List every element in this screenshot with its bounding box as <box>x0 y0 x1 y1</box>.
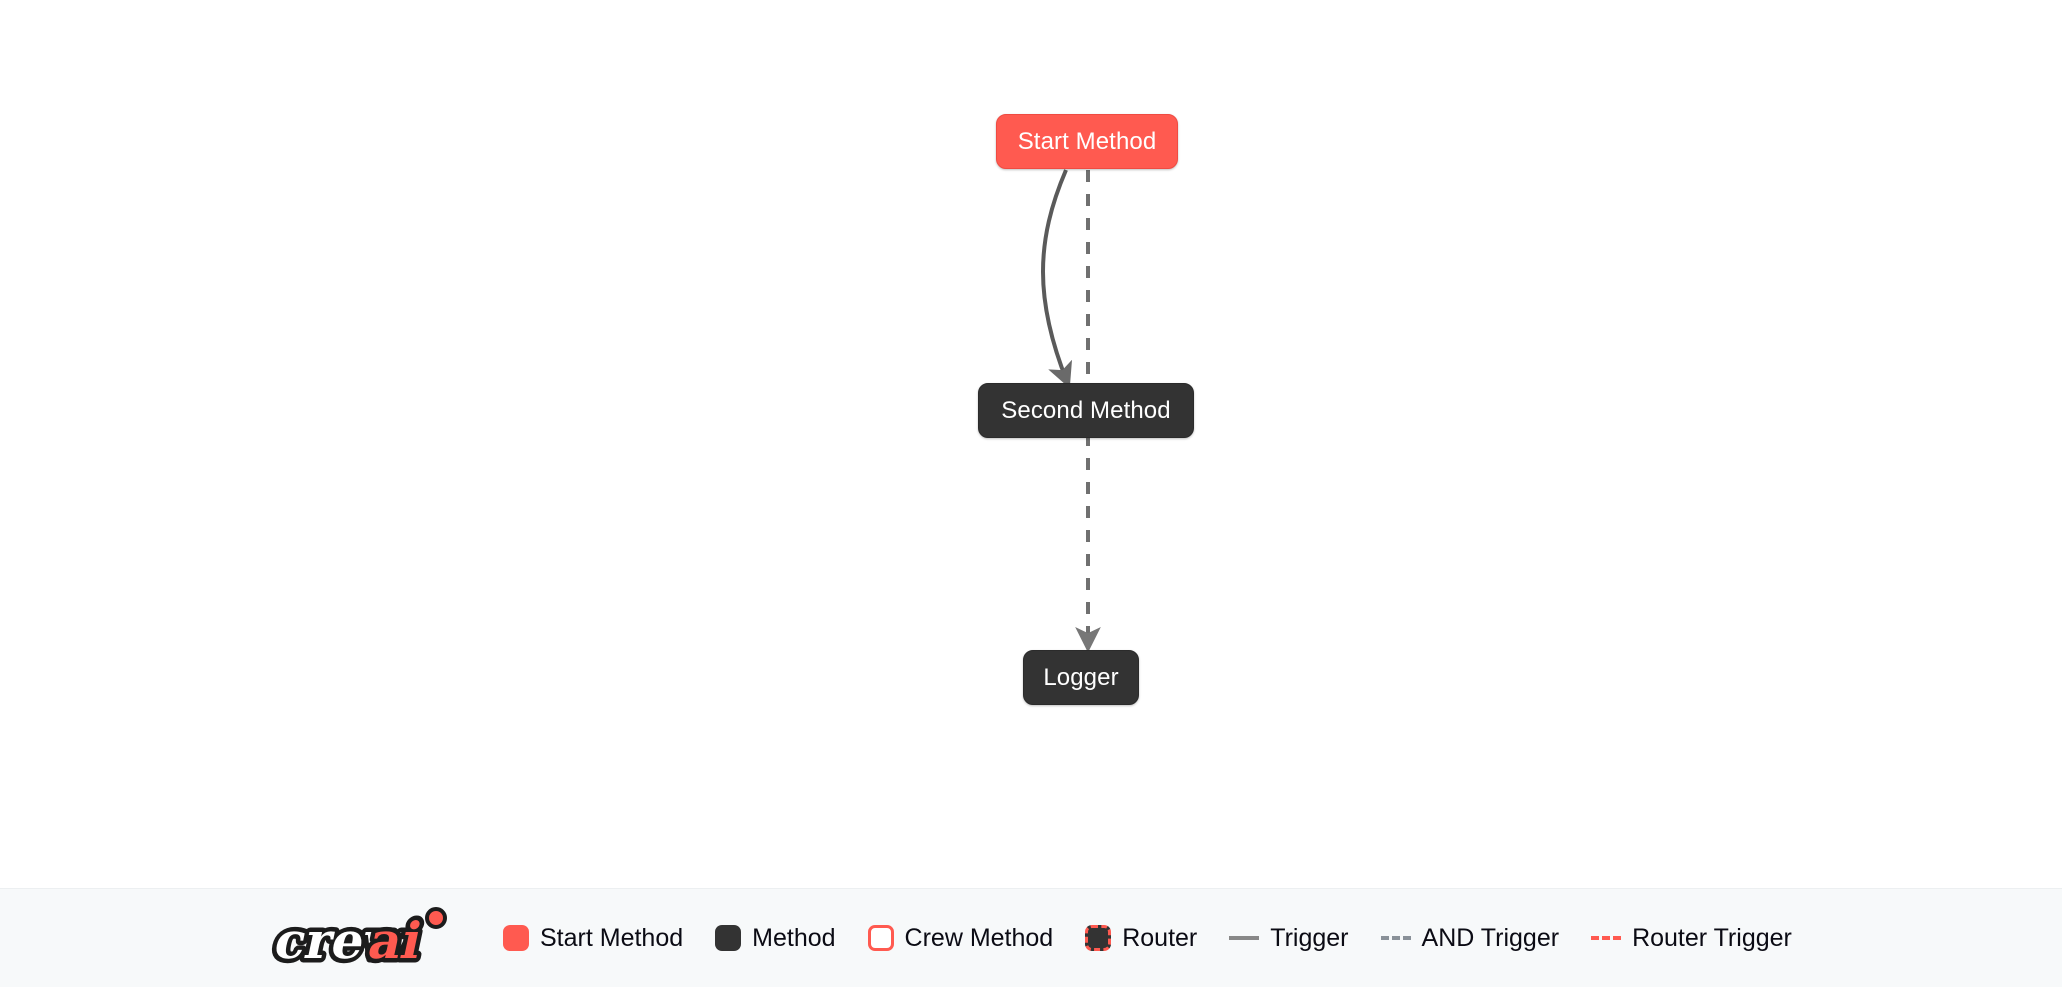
router-swatch-icon <box>1085 925 1112 951</box>
flow-canvas[interactable]: Start Method Second Method Logger <box>0 0 2062 888</box>
flow-node-logger[interactable]: Logger <box>1023 650 1139 705</box>
svg-text:crew: crew <box>270 912 415 970</box>
legend-item-trigger: Trigger <box>1229 923 1349 952</box>
edge-start-to-second <box>1041 169 1073 389</box>
node-label: Logger <box>1043 663 1119 691</box>
legend-item-and-trigger: AND Trigger <box>1380 923 1560 952</box>
method-swatch-icon <box>715 925 742 951</box>
edge-layer <box>1041 169 1101 653</box>
crewai-logo: crew ai <box>265 907 447 974</box>
legend-bar: crew ai Start Method Method Crew Method … <box>0 888 2062 987</box>
legend-label: AND Trigger <box>1421 923 1560 952</box>
legend-item-router-trigger: Router Trigger <box>1591 923 1792 952</box>
trigger-line-icon <box>1229 936 1260 940</box>
start-method-swatch-icon <box>503 925 529 951</box>
legend-label: Method <box>752 923 836 952</box>
legend-label: Trigger <box>1270 923 1349 952</box>
flow-node-start-method[interactable]: Start Method <box>996 114 1178 169</box>
legend-label: Router Trigger <box>1632 923 1792 952</box>
router-trigger-line-icon <box>1591 936 1622 940</box>
legend-label: Router <box>1122 923 1198 952</box>
legend-item-crew-method: Crew Method <box>867 923 1054 952</box>
node-label: Second Method <box>1001 396 1171 424</box>
legend-items: Start Method Method Crew Method Router T… <box>503 925 1792 951</box>
svg-text:ai: ai <box>364 912 428 970</box>
legend-label: Crew Method <box>904 923 1054 952</box>
legend-item-method: Method <box>715 923 836 952</box>
legend-item-router: Router <box>1085 925 1197 951</box>
crew-method-swatch-icon <box>867 925 894 951</box>
flow-node-second-method[interactable]: Second Method <box>978 383 1194 438</box>
node-label: Start Method <box>1017 127 1157 155</box>
legend-item-start-method: Start Method <box>503 925 683 951</box>
and-trigger-line-icon <box>1380 936 1411 940</box>
legend-label: Start Method <box>540 923 684 952</box>
